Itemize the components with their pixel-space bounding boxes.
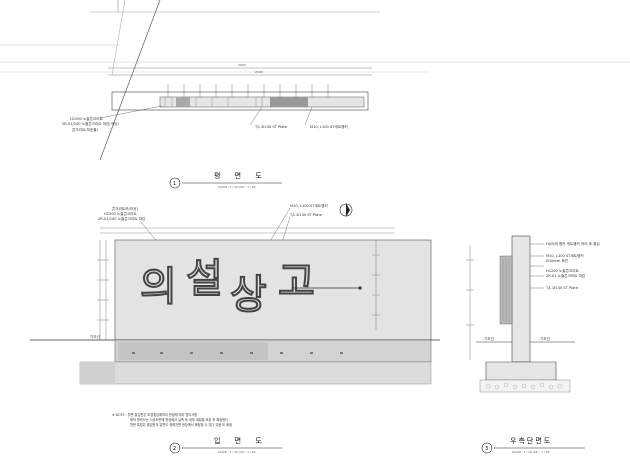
plan-wall-outline	[111, 91, 369, 111]
elev-title: 입 면 도	[214, 436, 268, 445]
plan-label-mat1-sub: 2R-01/100 노출콘크리트 마감(색상)	[62, 121, 119, 126]
elev-sign-dot	[358, 286, 362, 290]
plan-dim-top: 2000	[238, 63, 246, 67]
section-footing	[485, 361, 557, 381]
section-label-5: 2R-01 노출콘크리트 마감	[546, 273, 586, 278]
plan-leader-2	[249, 106, 263, 126]
elev-footing	[79, 361, 432, 385]
section-ground-label-right: 기초선	[540, 336, 550, 341]
section-view: 기초선 기초선 H(Ø)에 앵커 세트앵커 처리 후 출입 M10, L100 …	[466, 235, 600, 454]
plan-boundary-diagonal	[99, 0, 161, 161]
elevation-view: 콘크리트보(보호) H1200 노출콘크리트 2R-01/100 노출콘크리트 …	[30, 203, 440, 454]
elev-base-markers	[132, 352, 343, 354]
plan-label-mat1: H1200 노출콘크리트	[70, 116, 104, 121]
plan-label-bolt: M10, L100 ST세트앵커	[310, 124, 348, 129]
section-scale: SCALE : 1 / 10 (A3) - 1 / 20	[512, 450, 550, 454]
elev-title-number: 2	[173, 446, 176, 452]
section-ground-label-left: 기초선	[484, 336, 494, 341]
section-label-6: T/L Ø130 ST Plate	[545, 285, 579, 290]
section-label-2: M10, L100 ST세트앵커	[546, 253, 584, 258]
north-arrow-icon	[339, 203, 353, 217]
plan-leader-3	[304, 106, 313, 126]
elev-sign-text: 의 설 상 고	[139, 255, 316, 319]
plan-wall-dark-band	[270, 97, 308, 107]
elev-footing-slope	[80, 362, 115, 384]
plan-anchor-markers	[167, 84, 329, 97]
elev-label-plate: T/L Ø130 ST Plate	[289, 212, 323, 217]
elev-label-h1200-sub: 2R-01/100 노출콘크리트 마감	[98, 216, 146, 221]
elev-left-dims	[97, 240, 109, 340]
sign-char-1: 의	[140, 264, 177, 310]
section-left-dims	[466, 245, 474, 360]
plan-title-number-circle	[169, 177, 181, 189]
elev-right-dims	[372, 240, 380, 330]
sign-char-2: 설	[186, 256, 223, 302]
section-label-1: H(Ø)에 앵커 세트앵커 처리 후 출입	[546, 241, 600, 246]
plan-scale: SCALE : 1 / 10 (A3) - 1 / 20	[218, 185, 256, 189]
section-title-number-circle	[481, 442, 493, 454]
sign-char-4: 고	[278, 259, 315, 305]
plan-dim-main: 2500	[255, 70, 263, 74]
section-title-number: 3	[485, 446, 488, 452]
plan-wall-dark-band-2	[176, 97, 190, 107]
plan-label-plate: T/L Ø130 ST Plate	[254, 124, 288, 129]
elev-note-1: ※ NOTE : 월판 출입판은 조경출입에따라 현장에 따라 협의사항	[112, 412, 197, 417]
plan-title: 평 면 도	[214, 171, 268, 180]
plan-label-mat2: 콘크리트(보호몰)	[72, 127, 99, 132]
elev-label-concrete: 콘크리트보(보호)	[112, 206, 139, 211]
elev-scale: SCALE : 1 / 10 (A3) - 1 / 20	[218, 450, 256, 454]
elev-base-dark	[118, 342, 268, 360]
sign-char-3: 상	[230, 272, 267, 318]
elev-note-2: 제작 협력사는 시공도면에 현장에서 실측 등 세부 계획을 보완 후 확정한다	[130, 417, 228, 422]
section-label-4: H1200 노출콘크리트	[546, 268, 580, 273]
plan-boundary-diagonal-2	[111, 0, 126, 76]
plan-view: 2000 2500 H1200 노출콘크리트 2R-01/100 노출	[0, 0, 630, 189]
plan-leader-1	[99, 105, 163, 119]
section-label-3: Ø10mm 확인	[546, 258, 568, 263]
section-gravel-pattern	[485, 382, 563, 390]
section-wall	[511, 235, 531, 363]
section-title: 우측단면도	[510, 436, 552, 445]
elev-label-h1200: H1200 노출콘크리트	[104, 211, 138, 216]
section-panel-lines	[502, 258, 510, 322]
elev-title-number-circle	[169, 442, 181, 454]
elev-ground-label: 기초선	[90, 334, 100, 339]
section-gravel	[479, 379, 571, 393]
elev-note-3: 월판 특징은 출입판의 입면이 정해지면 현장에서 확정할 수 있다 있음 또 …	[130, 422, 232, 427]
section-leaders	[530, 243, 544, 289]
plan-title-number: 1	[173, 181, 176, 187]
elev-label-bolt: M10, L100 ST세트앵커	[290, 203, 328, 208]
